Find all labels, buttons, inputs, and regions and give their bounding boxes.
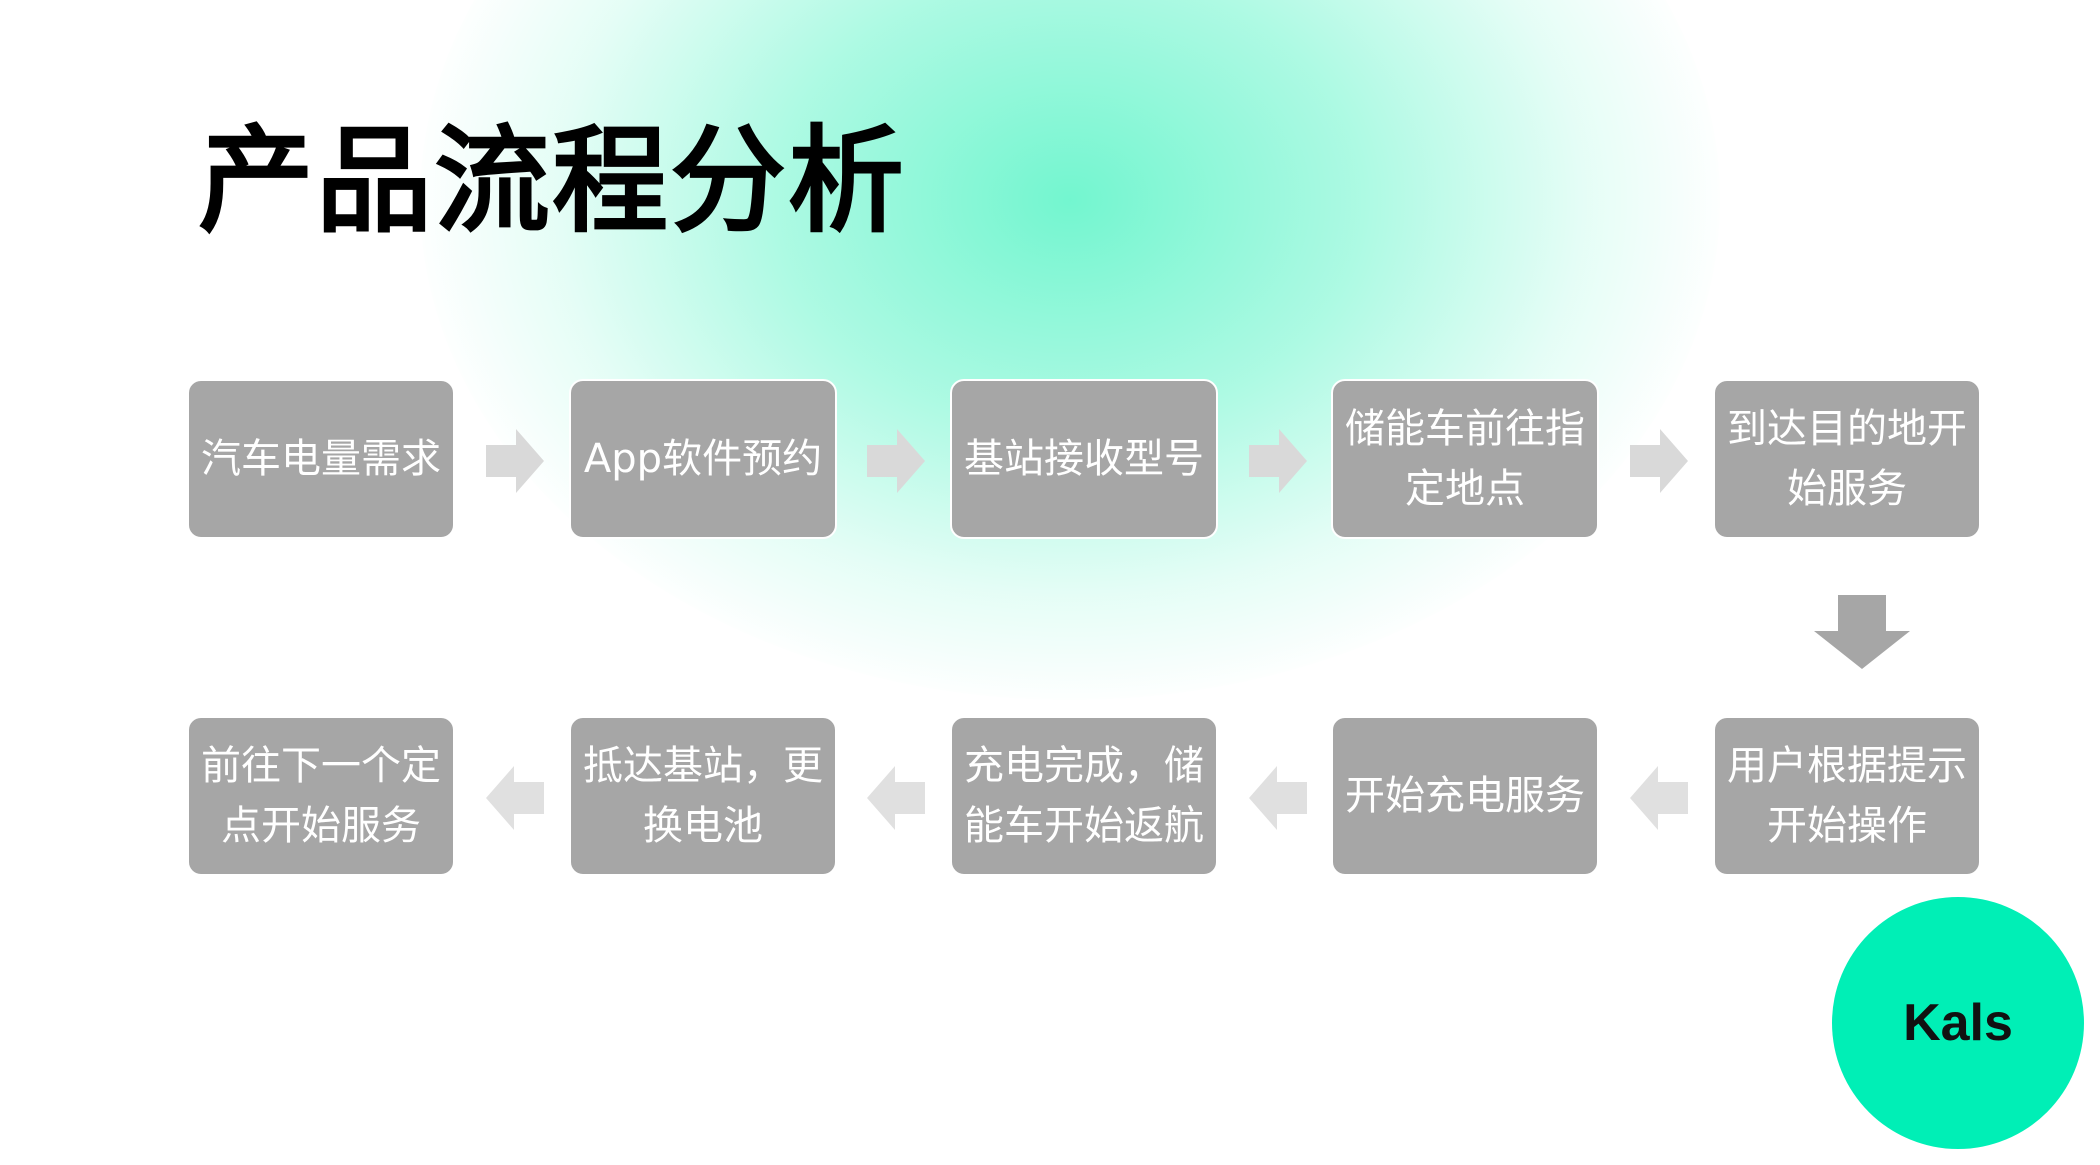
step-5: 到达目的地开始服务 bbox=[1713, 379, 1981, 539]
page-title: 产品流程分析 bbox=[198, 114, 906, 249]
step-10: 前往下一个定点开始服务 bbox=[187, 716, 455, 876]
step-3: 基站接收型号 bbox=[950, 379, 1218, 539]
arrow-down-icon bbox=[1814, 595, 1910, 669]
arrow-right-icon bbox=[1630, 429, 1688, 493]
arrow-right-icon bbox=[867, 429, 925, 493]
background-glow bbox=[420, 0, 1720, 700]
arrow-left-icon bbox=[486, 766, 544, 830]
step-4: 储能车前往指定地点 bbox=[1331, 379, 1599, 539]
step-9: 抵达基站，更换电池 bbox=[569, 716, 837, 876]
step-1: 汽车电量需求 bbox=[187, 379, 455, 539]
arrow-right-icon bbox=[486, 429, 544, 493]
arrow-left-icon bbox=[867, 766, 925, 830]
arrow-left-icon bbox=[1630, 766, 1688, 830]
step-7: 开始充电服务 bbox=[1331, 716, 1599, 876]
step-8: 充电完成，储能车开始返航 bbox=[950, 716, 1218, 876]
logo-badge: Kals bbox=[1832, 897, 2084, 1149]
step-6: 用户根据提示开始操作 bbox=[1713, 716, 1981, 876]
arrow-left-icon bbox=[1249, 766, 1307, 830]
step-2: App软件预约 bbox=[569, 379, 837, 539]
arrow-right-icon bbox=[1249, 429, 1307, 493]
